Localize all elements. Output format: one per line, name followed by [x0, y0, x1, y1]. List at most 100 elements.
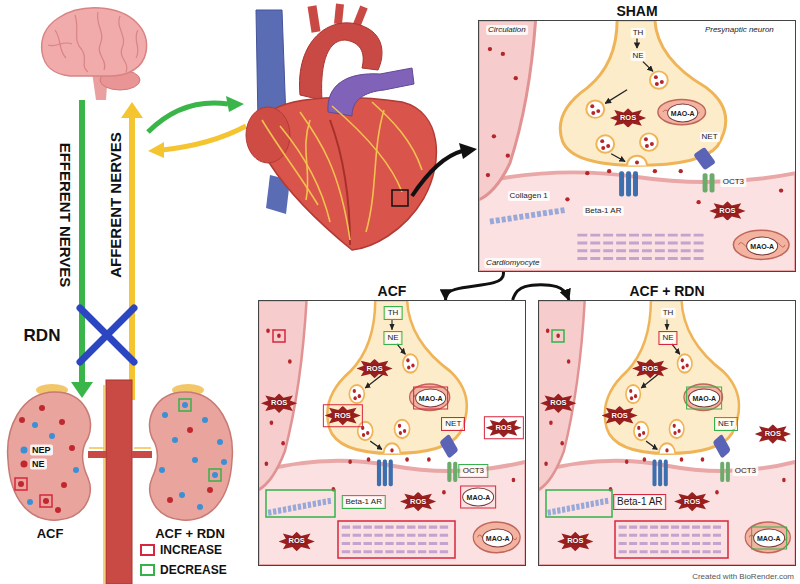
label-holder: MAO-A — [667, 104, 699, 123]
panel: SHAMCirculationPresynaptic neuronTHNEROS… — [478, 20, 796, 272]
heart-illustration — [246, 4, 436, 250]
enzyme-label: MAO-A — [688, 389, 720, 408]
ros-burst: ROS — [261, 394, 297, 414]
molecule-label: NET — [700, 132, 720, 142]
kidney-illustration — [18, 405, 213, 513]
label-holder: NE — [30, 459, 47, 470]
legend-label: NE — [30, 459, 47, 470]
nerve-arrow — [162, 126, 246, 150]
label-holder: Beta-1 AR — [613, 494, 667, 510]
brain-illustration — [42, 8, 147, 76]
kidney-illustration — [15, 478, 27, 490]
heart-illustration — [262, 102, 422, 240]
molecule-label: TH — [631, 28, 646, 38]
legend-label: DECREASE — [160, 564, 227, 576]
kidney-illustration — [172, 437, 178, 443]
nerve-label: AFFERENT NERVES — [108, 132, 123, 278]
ros-burst: ROS — [356, 359, 392, 379]
enzyme-label: MAO-A — [482, 529, 514, 548]
kidney-illustration — [40, 495, 52, 507]
nerve-arrow — [148, 142, 164, 158]
panel-scene — [258, 300, 526, 566]
kidney-illustration — [132, 451, 152, 458]
kidney-illustration — [187, 427, 193, 433]
kidney-illustration — [209, 469, 221, 481]
kidney-illustration — [8, 392, 91, 520]
label-holder: NET — [441, 417, 465, 431]
heart-illustration — [246, 107, 290, 163]
label-holder: OCT3 — [459, 464, 488, 478]
ros-burst: ROS — [400, 492, 436, 512]
heart-illustration — [338, 4, 340, 24]
molecule-label: TH — [661, 308, 676, 318]
molecule-label: NE — [630, 51, 645, 61]
kidney-illustration — [55, 507, 61, 513]
label-holder: MAO-A — [461, 486, 497, 509]
highlight-box — [615, 521, 728, 558]
brain-illustration — [48, 43, 72, 46]
zoom-arrow — [412, 143, 477, 196]
heart-illustration — [372, 102, 422, 170]
label-holder: Presynaptic neuron — [703, 25, 776, 35]
panel-title: ACF + RDN — [629, 284, 704, 299]
molecule-label: Beta-1 AR — [583, 206, 623, 216]
kidney-illustration — [43, 498, 49, 504]
molecule-label: NE — [660, 333, 675, 343]
panel-scene — [258, 20, 796, 566]
kidney-illustration — [149, 392, 232, 520]
nerve-arrow — [71, 96, 246, 400]
label-holder: OCT3 — [721, 177, 746, 187]
panel-title-holder: SHAM — [616, 4, 657, 19]
heart-illustration — [300, 112, 350, 240]
kidney-illustration — [19, 417, 25, 423]
legend-label: INCREASE — [160, 544, 222, 556]
label-holder: ROS — [601, 406, 637, 426]
kidney-illustration — [89, 447, 151, 449]
enzyme-label: MAO-A — [415, 389, 447, 408]
label-holder: ROS — [540, 394, 576, 414]
kidney-illustration — [167, 497, 173, 503]
ros-burst: ROS — [632, 359, 668, 379]
brain-illustration — [119, 16, 127, 72]
ros-burst: ROS — [325, 406, 361, 426]
rdn-cross — [80, 308, 134, 362]
nerve-label: EFFERENT NERVES — [58, 143, 73, 288]
region-label: Circulation — [486, 25, 528, 35]
caption-label: RDN — [24, 327, 61, 344]
enzyme-label: MAO-A — [746, 236, 778, 255]
label-holder: ACF — [37, 527, 64, 540]
label-holder: NET — [700, 132, 720, 142]
molecule-label: NET — [716, 419, 736, 429]
label-holder: INCREASE — [160, 544, 222, 556]
nerve-arrow — [71, 382, 93, 398]
label-holder: AFFERENT NERVES — [108, 132, 123, 278]
ros-burst: ROS — [485, 418, 521, 438]
highlight-box — [546, 490, 612, 517]
heart-illustration — [306, 120, 310, 200]
label-holder: TH — [661, 308, 676, 318]
kidney-illustration — [59, 419, 65, 425]
kidney-illustration — [27, 499, 33, 505]
legend-label: NEP — [30, 445, 53, 456]
heart-illustration — [330, 120, 350, 245]
kidney-illustration — [197, 504, 203, 510]
label-holder: NE — [658, 331, 677, 345]
label-holder: Beta-1 AR — [583, 206, 623, 216]
ros-burst: ROS — [610, 108, 646, 128]
kidney-illustration — [217, 439, 223, 445]
label-holder: ROS — [323, 404, 363, 428]
panel-title-holder: ACF + RDN — [629, 284, 704, 299]
heart-illustration — [392, 190, 408, 206]
heart-illustration — [328, 68, 414, 116]
molecule-label: NET — [443, 419, 463, 429]
label-holder: ROS — [356, 359, 392, 379]
brain-illustration — [42, 8, 147, 100]
label-holder: ROS — [755, 424, 791, 444]
label-holder: ROS — [557, 532, 593, 552]
nerve-arrow — [121, 102, 143, 118]
caption-label: ACF + RDN — [155, 527, 225, 540]
label-holder: ROS — [709, 201, 745, 221]
kidney-illustration — [192, 457, 198, 463]
label-holder: ROS — [400, 492, 436, 512]
